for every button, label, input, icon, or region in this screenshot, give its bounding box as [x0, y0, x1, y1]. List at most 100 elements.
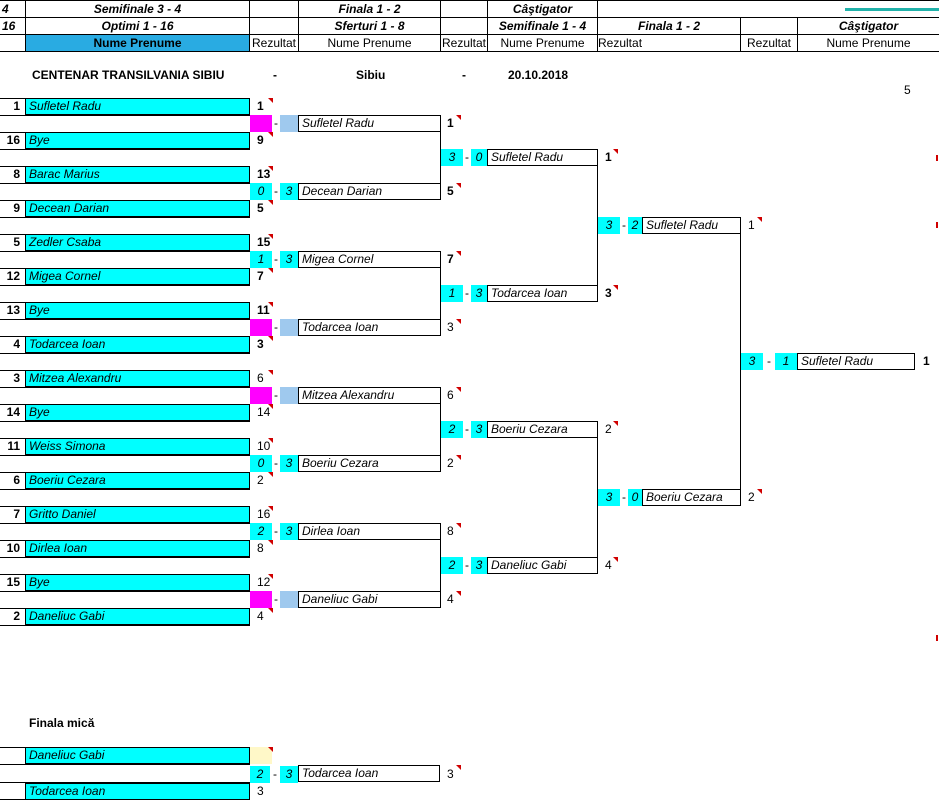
quarter-winner[interactable]: Decean Darian — [298, 183, 441, 200]
bye-marker — [250, 115, 272, 132]
player-name[interactable]: Bye — [25, 574, 250, 591]
semi-winner[interactable]: Daneliuc Gabi — [487, 557, 598, 574]
header-nume-prenume-3: Nume Prenume — [500, 36, 585, 50]
bye-marker — [250, 387, 272, 404]
small-final-set-1: 2 — [250, 766, 270, 783]
player-name[interactable]: Bye — [25, 132, 250, 149]
quarter-score: 8 — [447, 524, 454, 538]
quarter-winner[interactable]: Boeriu Cezara — [298, 455, 441, 472]
quarter-winner[interactable]: Todarcea Ioan — [298, 319, 441, 336]
quarter-score: 3 — [447, 320, 454, 334]
quarter-winner[interactable]: Mitzea Alexandru — [298, 387, 441, 404]
player-name[interactable]: Bye — [25, 302, 250, 319]
player-name[interactable]: Migea Cornel — [25, 268, 250, 285]
small-final-winner[interactable]: Todarcea Ioan — [298, 765, 440, 782]
seed-number: 16 — [6, 133, 20, 147]
header-count-4: 4 — [2, 2, 9, 16]
quarter-winner[interactable]: Daneliuc Gabi — [298, 591, 441, 608]
quarter-score: 5 — [447, 184, 454, 198]
player-name[interactable]: Boeriu Cezara — [25, 472, 250, 489]
set-score-2: 3 — [280, 183, 298, 200]
seed-number: 1 — [13, 99, 20, 113]
quarter-winner[interactable]: Migea Cornel — [298, 251, 441, 268]
small-final-player-1[interactable]: Daneliuc Gabi — [25, 747, 250, 764]
score-dash: - — [274, 184, 278, 198]
seed-number: 12 — [6, 269, 20, 283]
player-score: 15 — [257, 235, 271, 249]
header-sferturi: Sferturi 1 - 8 — [334, 19, 405, 33]
bye-marker — [250, 591, 272, 608]
quarter-score: 1 — [447, 116, 454, 130]
set-score-1: 1 — [250, 251, 272, 268]
player-name[interactable]: Daneliuc Gabi — [25, 608, 250, 625]
header-castigator: Câştigator — [512, 2, 573, 16]
champion-name[interactable]: Sufletel Radu — [797, 353, 915, 370]
score-dash: - — [767, 354, 771, 368]
bye-score-cell — [280, 591, 298, 608]
small-final-player-2-score: 3 — [257, 784, 264, 798]
semi-score: 4 — [605, 558, 612, 572]
player-score: 16 — [257, 507, 271, 521]
champion-set-2: 1 — [775, 353, 797, 370]
header-rezultat-4: Rezultat — [746, 36, 792, 50]
player-score: 9 — [257, 133, 264, 147]
seed-number: 8 — [13, 167, 20, 181]
red-edge-marker — [936, 222, 938, 228]
small-final-player-2[interactable]: Todarcea Ioan — [25, 783, 250, 800]
final-score: 2 — [748, 490, 755, 504]
semi-winner[interactable]: Todarcea Ioan — [487, 285, 598, 302]
player-score: 13 — [257, 167, 271, 181]
player-name[interactable]: Gritto Daniel — [25, 506, 250, 523]
player-score: 3 — [257, 337, 264, 351]
set-score-2: 3 — [471, 421, 487, 438]
player-name[interactable]: Todarcea Ioan — [25, 336, 250, 353]
set-score-1: 2 — [250, 523, 272, 540]
player-score: 8 — [257, 541, 264, 555]
seed-number: 9 — [13, 201, 20, 215]
player-name[interactable]: Mitzea Alexandru — [25, 370, 250, 387]
seed-number: 6 — [13, 473, 20, 487]
header-count-16: 16 — [2, 19, 16, 33]
final-winner[interactable]: Sufletel Radu — [642, 217, 741, 234]
header-semifinale-1-4: Semifinale 1 - 4 — [498, 19, 587, 33]
set-score-2: 0 — [471, 149, 487, 166]
semi-winner[interactable]: Boeriu Cezara — [487, 421, 598, 438]
player-score: 14 — [257, 405, 271, 419]
quarter-winner[interactable]: Dirlea Ioan — [298, 523, 441, 540]
score-dash: - — [274, 116, 278, 130]
set-score-1: 2 — [441, 557, 463, 574]
final-winner[interactable]: Boeriu Cezara — [642, 489, 741, 506]
player-score: 7 — [257, 269, 264, 283]
seed-number: 7 — [13, 507, 20, 521]
player-name[interactable]: Dirlea Ioan — [25, 540, 250, 557]
player-name[interactable]: Sufletel Radu — [25, 98, 250, 115]
small-final-score-cell — [250, 747, 272, 764]
semi-winner[interactable]: Sufletel Radu — [487, 149, 598, 166]
player-name[interactable]: Barac Marius — [25, 166, 250, 183]
seed-number: 10 — [6, 541, 20, 555]
player-name[interactable]: Zedler Csaba — [25, 234, 250, 251]
score-dash: - — [465, 286, 469, 300]
event-date: 20.10.2018 — [508, 68, 569, 82]
event-sep-2: - — [462, 68, 466, 82]
event-city: Sibiu — [356, 68, 386, 82]
player-name[interactable]: Weiss Simona — [25, 438, 250, 455]
seed-number: 13 — [6, 303, 20, 317]
header-semifinale-3-4: Semifinale 3 - 4 — [93, 2, 182, 16]
header-optimi: Optimi 1 - 16 — [101, 19, 174, 33]
seed-number: 4 — [13, 337, 20, 351]
set-score-1: 3 — [598, 217, 620, 234]
champion-set-1: 3 — [741, 353, 763, 370]
player-name[interactable]: Decean Darian — [25, 200, 250, 217]
score-dash: - — [622, 490, 626, 504]
set-score-1: 0 — [250, 183, 272, 200]
quarter-winner[interactable]: Sufletel Radu — [298, 115, 441, 132]
score-dash: - — [274, 320, 278, 334]
quarter-score: 7 — [447, 252, 454, 266]
corner-number: 5 — [904, 83, 911, 97]
final-score: 1 — [748, 218, 755, 232]
seed-number: 2 — [13, 609, 20, 623]
set-score-2: 3 — [280, 455, 298, 472]
event-name: CENTENAR TRANSILVANIA SIBIU — [32, 68, 225, 82]
player-name[interactable]: Bye — [25, 404, 250, 421]
